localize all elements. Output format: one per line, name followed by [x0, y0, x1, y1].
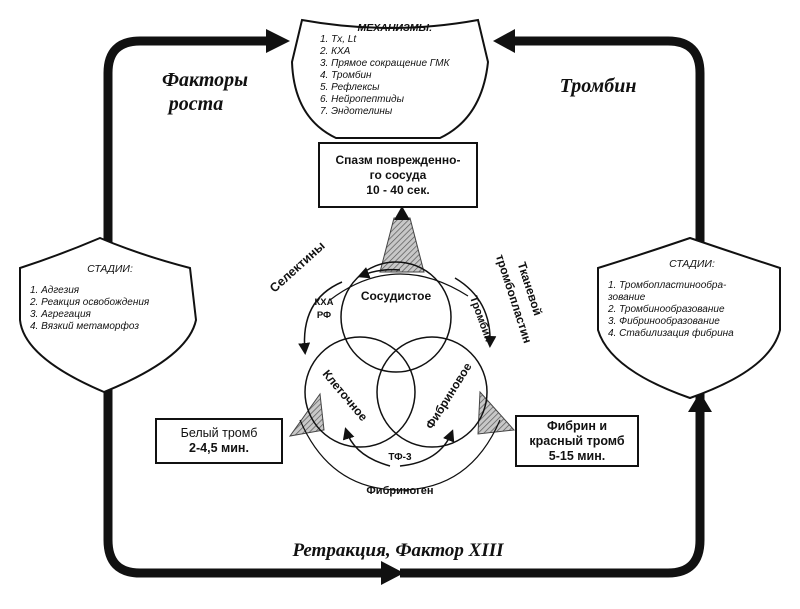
fibrinogen-label: Фибриноген — [366, 485, 433, 497]
thrombin-label: Тромбин — [560, 75, 637, 97]
spasm-line-1: Спазм поврежденно- — [335, 152, 461, 167]
right-stages-text: СТАДИИ: 1. Тромбопластинообра- зование 2… — [608, 258, 776, 340]
right-stage-4: 4. Стабилизация фибрина — [608, 328, 734, 339]
mechanisms-item-6: 6. Нейропептиды — [320, 94, 404, 105]
left-stages-title: СТАДИИ: — [87, 263, 133, 275]
selectins-label: Селектины — [267, 239, 328, 296]
vascular-circle — [340, 261, 452, 373]
fibrin-circle — [376, 336, 488, 448]
spasm-line-3: 10 - 40 сек. — [366, 182, 430, 197]
mechanisms-text: МЕХАНИЗМЫ: 1. Tx, Lt 2. КХА 3. Прямое со… — [320, 22, 470, 118]
cellular-label: Клеточное — [320, 367, 371, 424]
white-thrombus-box: Белый тромб 2-4,5 мин. — [155, 418, 283, 464]
right-stages-shield — [597, 236, 781, 400]
fibrin-label: Фибриновое — [423, 360, 475, 432]
vascular-label: Сосудистое — [361, 289, 432, 303]
mechanisms-item-7: 7. Эндотелины — [320, 106, 393, 117]
frame-arrow-top-left — [266, 29, 290, 53]
right-stage-1a: 1. Тромбопластинообра- — [608, 280, 727, 291]
thrombin-arc-label: Тромбин — [467, 294, 495, 343]
tf3-label: ТФ-3 — [388, 452, 412, 463]
left-stage-1: 1. Адгезия — [30, 285, 80, 296]
spasm-line-2: го сосуда — [369, 167, 427, 182]
retraction-label: Ретракция, Фактор XIII — [291, 540, 504, 561]
inner-cycle-arcs — [298, 267, 497, 467]
red-thrombus-box: Фибрин и красный тромб 5-15 мин. — [515, 415, 639, 467]
outer-arc-top — [329, 273, 469, 301]
left-pointer — [288, 392, 325, 437]
right-stage-1b: зование — [608, 292, 646, 303]
right-stage-2: 2. Тромбинообразование — [608, 304, 725, 315]
mechanisms-title: МЕХАНИЗМЫ: — [357, 22, 433, 34]
mechanisms-item-2: 2. КХА — [320, 46, 351, 57]
outer-arc-left — [299, 419, 501, 491]
red-thrombus-line-2: красный тромб — [529, 433, 625, 448]
outer-cycle-frame — [103, 36, 705, 578]
left-stages-text: СТАДИИ: 1. Адгезия 2. Реакция освобожден… — [30, 263, 190, 333]
white-thrombus-line-1: Белый тромб — [180, 426, 258, 440]
left-stage-3: 3. Агрегация — [30, 309, 91, 320]
frame-arrow-bottom — [381, 561, 404, 585]
left-stages-shield — [19, 236, 198, 394]
left-stage-4: 4. Вязкий метаморфоз — [30, 321, 140, 332]
upward-pointer — [379, 217, 425, 273]
mechanisms-item-1: 1. Tx, Lt — [320, 34, 357, 45]
mechanisms-item-3: 3. Прямое сокращение ГМК — [320, 58, 450, 69]
left-stage-2: 2. Реакция освобождения — [30, 297, 150, 308]
right-stage-3: 3. Фибринообразование — [608, 316, 720, 327]
rf-label: РФ — [317, 310, 331, 321]
growth-factors-label-1: Факторы — [162, 69, 248, 91]
right-pointer — [477, 390, 516, 435]
cellular-circle — [304, 336, 416, 448]
spasm-box: Спазм поврежденно- го сосуда 10 - 40 сек… — [318, 142, 478, 208]
mechanisms-item-4: 4. Тромбин — [320, 70, 372, 81]
frame-arrow-top-right — [493, 29, 515, 53]
mechanisms-shield — [290, 18, 490, 139]
frame-arrow-right-up — [688, 392, 712, 412]
upward-pointer-tip — [394, 206, 410, 220]
growth-factors-label-2: роста — [167, 93, 223, 115]
mechanisms-item-5: 5. Рефлексы — [320, 82, 380, 93]
red-thrombus-line-1: Фибрин и — [546, 418, 608, 433]
red-thrombus-line-3: 5-15 мин. — [548, 448, 606, 463]
right-stages-title: СТАДИИ: — [669, 258, 715, 270]
white-thrombus-line-2: 2-4,5 мин. — [189, 441, 249, 455]
kha-label: КХА — [315, 297, 334, 308]
